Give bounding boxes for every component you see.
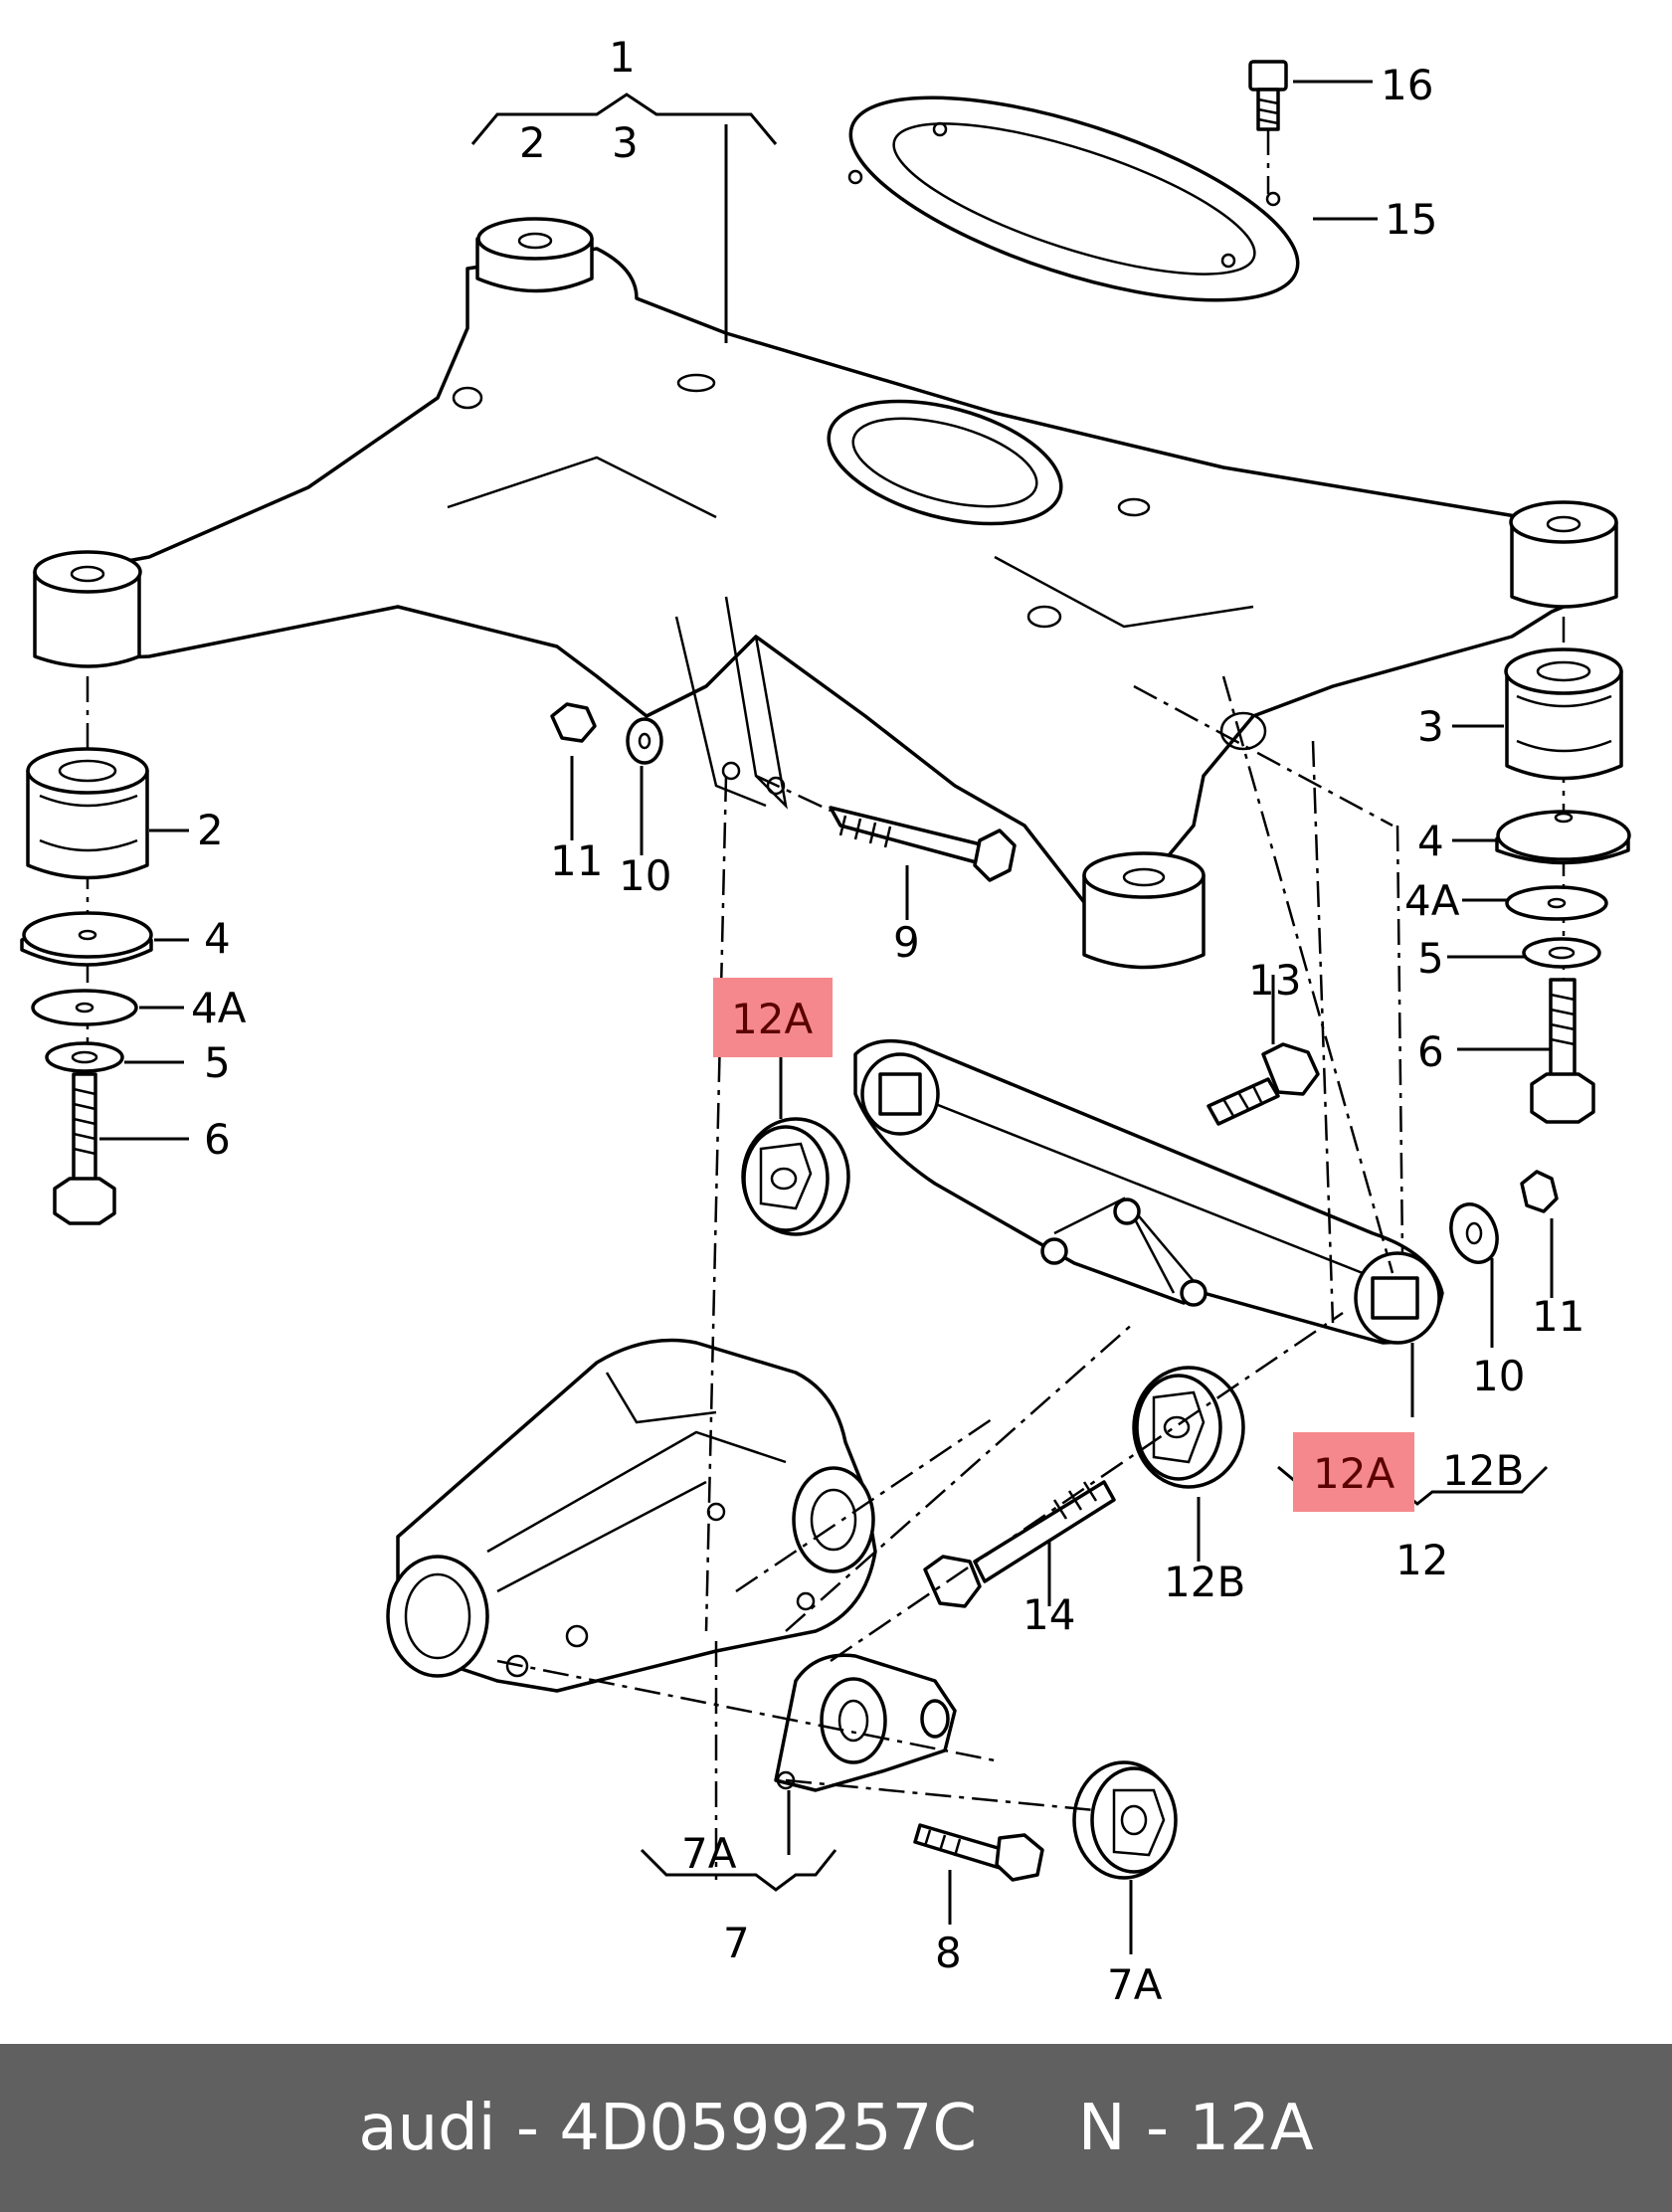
bush-12b bbox=[1132, 1366, 1245, 1489]
position-label: N - 12A bbox=[1077, 2091, 1314, 2165]
label-2: 2 bbox=[197, 806, 224, 854]
label-10-right: 10 bbox=[1472, 1352, 1525, 1400]
label-5: 5 bbox=[204, 1038, 231, 1087]
label-14: 14 bbox=[1022, 1590, 1075, 1639]
footer-gap bbox=[977, 2092, 1078, 2165]
label-3-top: 3 bbox=[612, 118, 639, 167]
washer-nut-right bbox=[1449, 1170, 1559, 1348]
label-7: 7 bbox=[723, 1919, 750, 1967]
bush-7a bbox=[1072, 1760, 1178, 1880]
label-4a-right: 4A bbox=[1404, 876, 1460, 925]
label-16: 16 bbox=[1381, 61, 1433, 109]
right-mount-stack bbox=[1447, 617, 1631, 1124]
label-7a: 7A bbox=[1107, 1960, 1163, 2009]
label-12b: 12B bbox=[1164, 1558, 1245, 1606]
assembly-lines bbox=[496, 675, 1404, 1880]
label-4-right: 4 bbox=[1417, 817, 1444, 865]
label-5-right: 5 bbox=[1417, 934, 1444, 983]
part-number: 4D0599257C bbox=[559, 2091, 978, 2165]
label-6-right: 6 bbox=[1417, 1027, 1444, 1076]
parts-diagram: 1 2 3 16 15 2 4 4A 5 6 11 10 9 3 4 4A 5 … bbox=[20, 33, 1631, 2009]
highlight-12a-left bbox=[713, 978, 833, 1057]
bolt-14 bbox=[923, 1480, 1116, 1608]
label-15: 15 bbox=[1385, 195, 1437, 244]
label-12: 12 bbox=[1395, 1536, 1448, 1584]
label-8: 8 bbox=[935, 1929, 962, 1977]
crossmember bbox=[853, 1038, 1444, 1345]
bolt-16 bbox=[1248, 60, 1373, 194]
label-13: 13 bbox=[1248, 956, 1301, 1005]
leaders-lower bbox=[640, 1054, 1549, 1954]
label-11-left: 11 bbox=[550, 836, 603, 885]
label-12b-top: 12B bbox=[1442, 1446, 1524, 1495]
label-6: 6 bbox=[204, 1115, 231, 1164]
bracket-7 bbox=[774, 1653, 957, 1792]
subframe bbox=[33, 217, 1618, 970]
label-4: 4 bbox=[204, 914, 231, 963]
separator-text: - bbox=[495, 2091, 560, 2165]
gasket bbox=[847, 95, 1300, 302]
left-mount-stack bbox=[20, 676, 189, 1225]
bolt-9-set bbox=[550, 702, 1017, 920]
label-12a-right: 12A bbox=[1313, 1449, 1394, 1498]
highlight-12a-right bbox=[1293, 1432, 1414, 1512]
label-1: 1 bbox=[609, 33, 636, 82]
label-4a: 4A bbox=[191, 984, 247, 1032]
bolt-8 bbox=[913, 1823, 1044, 1925]
bush-12a-left bbox=[741, 1117, 850, 1236]
label-10-left: 10 bbox=[619, 851, 671, 900]
label-12a-left: 12A bbox=[731, 995, 813, 1043]
differential bbox=[386, 1338, 877, 1693]
label-2-top: 2 bbox=[519, 118, 546, 167]
label-7a-top: 7A bbox=[681, 1829, 737, 1878]
brand-text: audi bbox=[358, 2091, 496, 2165]
labels: 1 2 3 16 15 2 4 4A 5 6 11 10 9 3 4 4A 5 … bbox=[191, 33, 1584, 2009]
label-9: 9 bbox=[893, 918, 920, 967]
label-3-right: 3 bbox=[1417, 702, 1444, 751]
bolt-13 bbox=[1207, 975, 1320, 1126]
label-11-right: 11 bbox=[1532, 1292, 1584, 1341]
footer-bar: audi - 4D0599257C N - 12A bbox=[0, 2044, 1672, 2212]
